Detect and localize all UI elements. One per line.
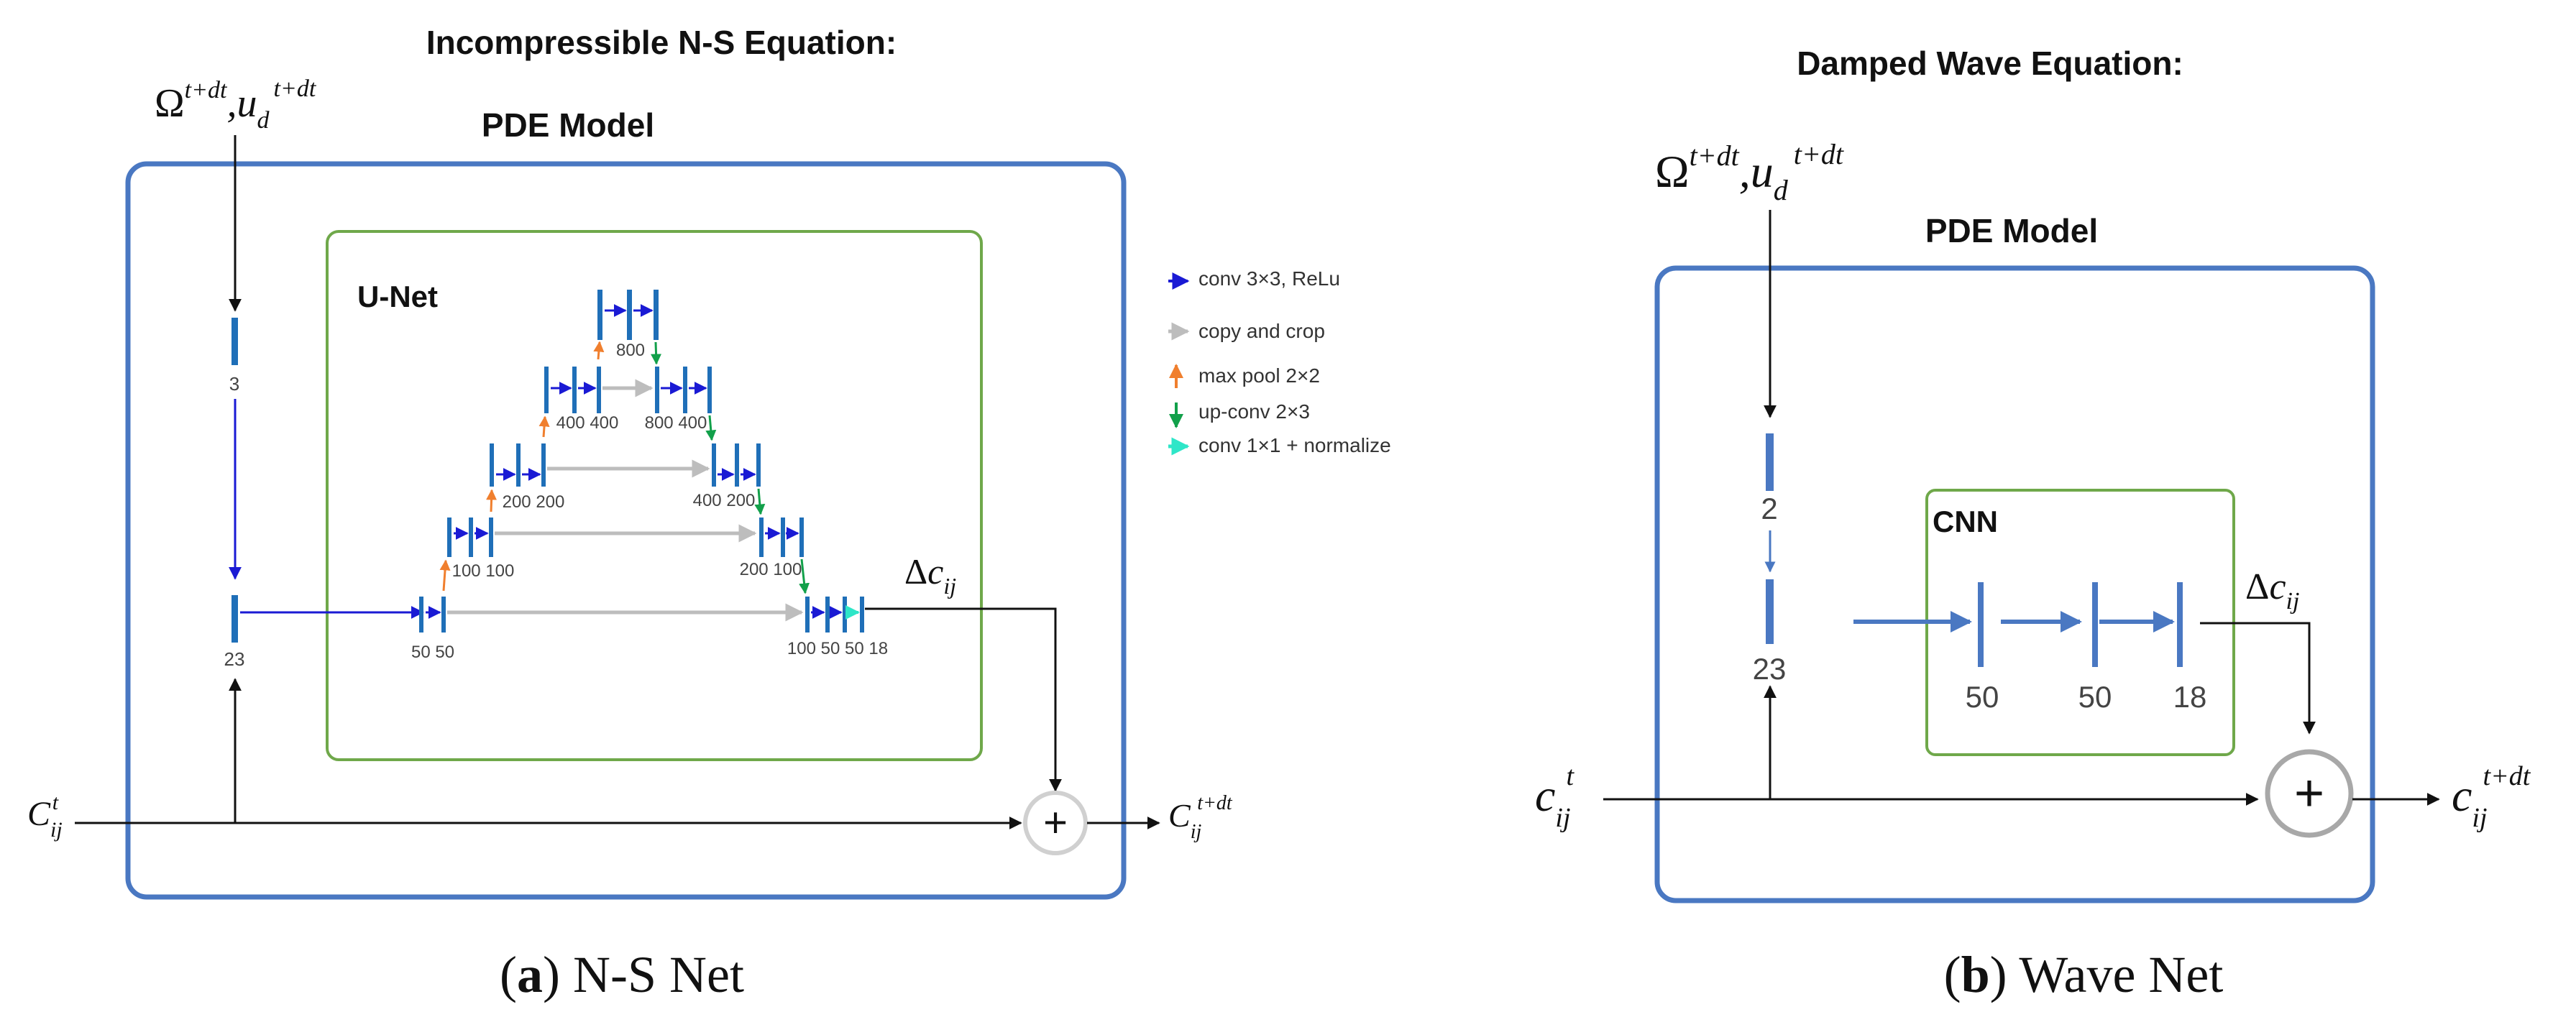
panel-b-input-top: Ωt+dt,udt+dt <box>1655 138 1844 206</box>
unet-bar <box>799 518 804 557</box>
panel-a-sum-node <box>1023 791 1088 855</box>
channel-b-c2: 50 <box>2078 680 2112 714</box>
panel-a-output: Cijt+dt <box>1168 792 1233 843</box>
feature-bar-in-merge <box>232 595 238 643</box>
panel-a-unet-label: U-Net <box>357 280 438 313</box>
unet-bar <box>707 367 712 413</box>
channel-b-in-merge: 23 <box>1753 652 1787 686</box>
panel-b-title: Damped Wave Equation: <box>1797 45 2183 82</box>
feature-bar-b-top <box>1766 433 1774 491</box>
panel-b-caption: (b) Wave Net <box>1944 946 2224 1003</box>
channel-l1-out: 100 50 50 18 <box>787 639 888 658</box>
unet-bars <box>419 290 864 632</box>
unet-bar <box>759 518 764 557</box>
panel-a-title: Incompressible N-S Equation: <box>426 24 897 61</box>
panel-a-input-top: Ωt+dt,udt+dt <box>155 75 317 134</box>
unet-bar <box>655 367 659 413</box>
feature-bar-c3 <box>2177 582 2183 667</box>
unet-bar <box>597 290 602 340</box>
maxpool-arrows <box>439 341 605 592</box>
legend-item-label: max pool 2×2 <box>1198 364 1320 387</box>
panel-b-delta-label: Δcij <box>2245 566 2299 615</box>
upconv-arrows <box>651 341 810 594</box>
unet-bar <box>441 597 446 632</box>
channel-b-c1: 50 <box>1966 680 1999 714</box>
unet-bar <box>735 443 739 487</box>
legend: conv 3×3, ReLu copy and crop max pool 2×… <box>1168 267 1391 456</box>
legend-item-label: conv 3×3, ReLu <box>1198 267 1340 290</box>
unet-bar <box>654 290 659 340</box>
panel-a-caption: (a) N-S Net <box>500 946 744 1003</box>
panel-b-sum-node <box>2265 749 2354 838</box>
panel-a: Incompressible N-S Equation: Ωt+dt,udt+d… <box>27 24 1233 1003</box>
unet-bar <box>469 518 473 557</box>
unet-bar <box>756 443 761 487</box>
panel-b-model-label: PDE Model <box>1925 212 2098 249</box>
copy-crop-arrows <box>447 379 804 622</box>
unet-bar <box>805 597 810 632</box>
conv-arrows <box>426 304 843 619</box>
feature-bar-in-top <box>232 318 238 365</box>
panel-b-pde-model-box <box>1654 265 2375 903</box>
feature-bar-b-merge <box>1766 579 1774 644</box>
channel-in-top: 3 <box>229 373 239 395</box>
panel-b-cnn-label: CNN <box>1933 505 1998 538</box>
channel-b-in-top: 2 <box>1761 492 1777 525</box>
channel-l4-out: 800 400 <box>645 413 707 433</box>
panel-a-input-left: Cijt <box>27 791 63 842</box>
channel-bottom: 800 <box>616 341 645 360</box>
panel-a-unet-box <box>326 230 983 761</box>
unet-bar <box>447 518 452 557</box>
unet-bar <box>516 443 521 487</box>
channel-b-c3: 18 <box>2173 680 2207 714</box>
plus-icon: + <box>1043 799 1068 846</box>
unet-bar <box>541 443 546 487</box>
unet-bar <box>419 597 423 632</box>
panel-a-delta-line <box>865 607 1062 792</box>
panel-b-delta-line <box>2200 622 2316 735</box>
unet-bar <box>627 290 632 340</box>
unet-bar <box>597 367 601 413</box>
unet-bar <box>825 597 830 632</box>
panel-a-delta-label: Δcij <box>904 551 956 599</box>
panel-b: Damped Wave Equation: Ωt+dt,udt+dt PDE M… <box>1535 45 2531 1003</box>
unet-bar <box>572 367 577 413</box>
unet-bar <box>489 518 493 557</box>
panel-a-model-label: PDE Model <box>482 106 654 144</box>
panel-b-input-left: cijt <box>1535 761 1575 833</box>
plus-icon: + <box>2294 765 2324 822</box>
legend-item-label: up-conv 2×3 <box>1198 400 1310 423</box>
feature-bar-c1 <box>1978 582 1984 667</box>
channel-l1-in: 50 50 <box>411 643 454 662</box>
unet-bar <box>544 367 549 413</box>
panel-a-pde-model-box <box>125 161 1127 900</box>
channel-l2-in: 100 100 <box>452 561 515 581</box>
legend-item-label: copy and crop <box>1198 320 1325 342</box>
unet-bar <box>781 518 785 557</box>
unet-bar <box>843 597 847 632</box>
channel-l4-in: 400 400 <box>556 413 619 433</box>
channel-l2-out: 200 100 <box>740 560 802 579</box>
unet-bar <box>712 443 716 487</box>
feature-bar-c2 <box>2092 582 2098 667</box>
unet-bar <box>490 443 494 487</box>
channel-in-merge: 23 <box>224 648 245 670</box>
channel-l3-in: 200 200 <box>503 492 565 512</box>
panel-b-output: cijt+dt <box>2452 761 2531 833</box>
legend-item-label: conv 1×1 + normalize <box>1198 434 1391 456</box>
unet-bar <box>683 367 687 413</box>
unet-bar <box>860 597 864 632</box>
channel-l3-out: 400 200 <box>693 491 756 510</box>
